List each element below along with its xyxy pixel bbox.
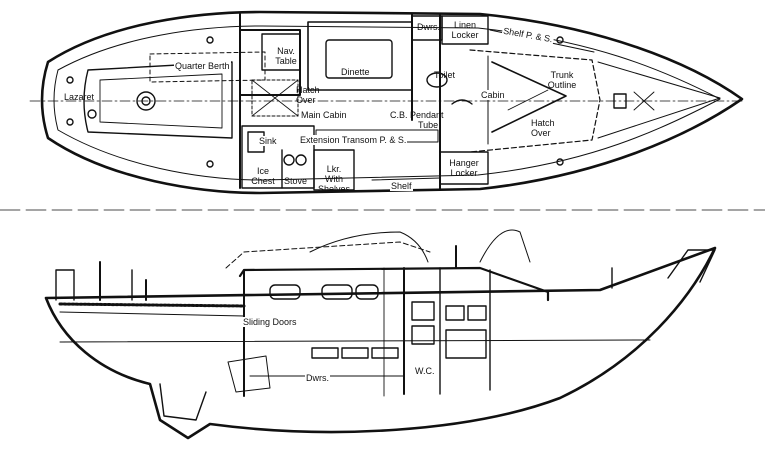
label-sink: Sink (258, 136, 278, 146)
label-lazaret: Lazaret (64, 92, 95, 102)
drawer (341, 347, 369, 359)
main-hatch-outline (251, 79, 299, 117)
waterline (59, 339, 651, 343)
label-locker-shelves-line3: Shelves (317, 184, 351, 194)
label-linen-locker-line2: Locker (451, 30, 479, 40)
label-sliding-doors: Sliding Doors (242, 317, 298, 327)
keel-centerboard (159, 383, 207, 421)
trunk-outline (469, 49, 601, 153)
label-nav-table-line2: Table (275, 56, 297, 66)
label-hatch-over-aft-line1: Hatch (296, 85, 320, 95)
profile-drawing (44, 229, 717, 440)
label-locker-shelves-line1: Lkr. (326, 164, 342, 174)
hull-outline-profile (44, 246, 717, 440)
label-wc: W.C. (414, 366, 436, 376)
label-toilet: Toilet (434, 70, 456, 80)
cb-pendant-tube (451, 99, 473, 105)
drawer (311, 347, 339, 359)
label-hatch-over-fwd-line2: Over (531, 128, 551, 138)
label-trunk-outline-line1: Trunk (550, 70, 574, 80)
label-ice-chest-line1: Ice (256, 166, 269, 176)
toilet (426, 72, 448, 88)
stern-rail (55, 269, 75, 301)
label-cb-pendant-line1: C.B. Pendant (390, 110, 444, 120)
rudder (227, 355, 271, 393)
portlight (321, 284, 353, 300)
label-hatch-over-fwd-line1: Hatch (531, 118, 555, 128)
label-cabin: Cabin (480, 90, 506, 100)
label-linen-locker-line1: Linen (453, 20, 477, 30)
label-drawers: Dwrs. (417, 22, 440, 32)
label-locker-shelves-line2: With (325, 174, 343, 184)
label-stove: Stove (284, 176, 308, 186)
sheer-line-plan (53, 25, 721, 181)
label-shelf: Shelf (390, 181, 413, 191)
portlight (355, 284, 379, 300)
cabin-house (238, 266, 550, 302)
label-profile-drawers: Dwrs. (305, 373, 330, 383)
bow-pulpit-profile (667, 249, 716, 283)
cabin-trunk-outline (239, 13, 301, 189)
drawer (371, 347, 399, 359)
locker-with-shelves (313, 149, 355, 191)
cockpit (83, 61, 233, 139)
label-hanger-locker-line1: Hanger (449, 158, 479, 168)
label-extension-transom: Extension Transom P. & S. (299, 135, 408, 145)
label-hatch-over-aft-line2: Over (296, 95, 316, 105)
label-nav-table-line1: Nav. (277, 46, 295, 56)
label-ice-chest-line2: Chest (251, 176, 275, 186)
label-main-cabin: Main Cabin (300, 110, 348, 120)
label-dinette: Dinette (340, 67, 371, 77)
portlight (269, 284, 301, 300)
deck-plan-drawing (29, 10, 746, 195)
hanger-locker (439, 151, 489, 185)
steering-hub (136, 91, 156, 111)
hull-outline-plan (40, 10, 744, 195)
label-trunk-outline-line2: Outline (547, 80, 577, 90)
label-hanger-locker-line2: Locker (450, 168, 478, 178)
bow-pulpit (597, 61, 721, 139)
label-quarter-berth: Quarter Berth (174, 61, 231, 71)
v-berth (491, 61, 567, 133)
label-cb-pendant-line2: Tube (418, 120, 439, 130)
dinette (307, 21, 413, 91)
nav-table (261, 33, 301, 71)
cockpit-seat (99, 73, 223, 129)
linen-locker (441, 15, 489, 45)
